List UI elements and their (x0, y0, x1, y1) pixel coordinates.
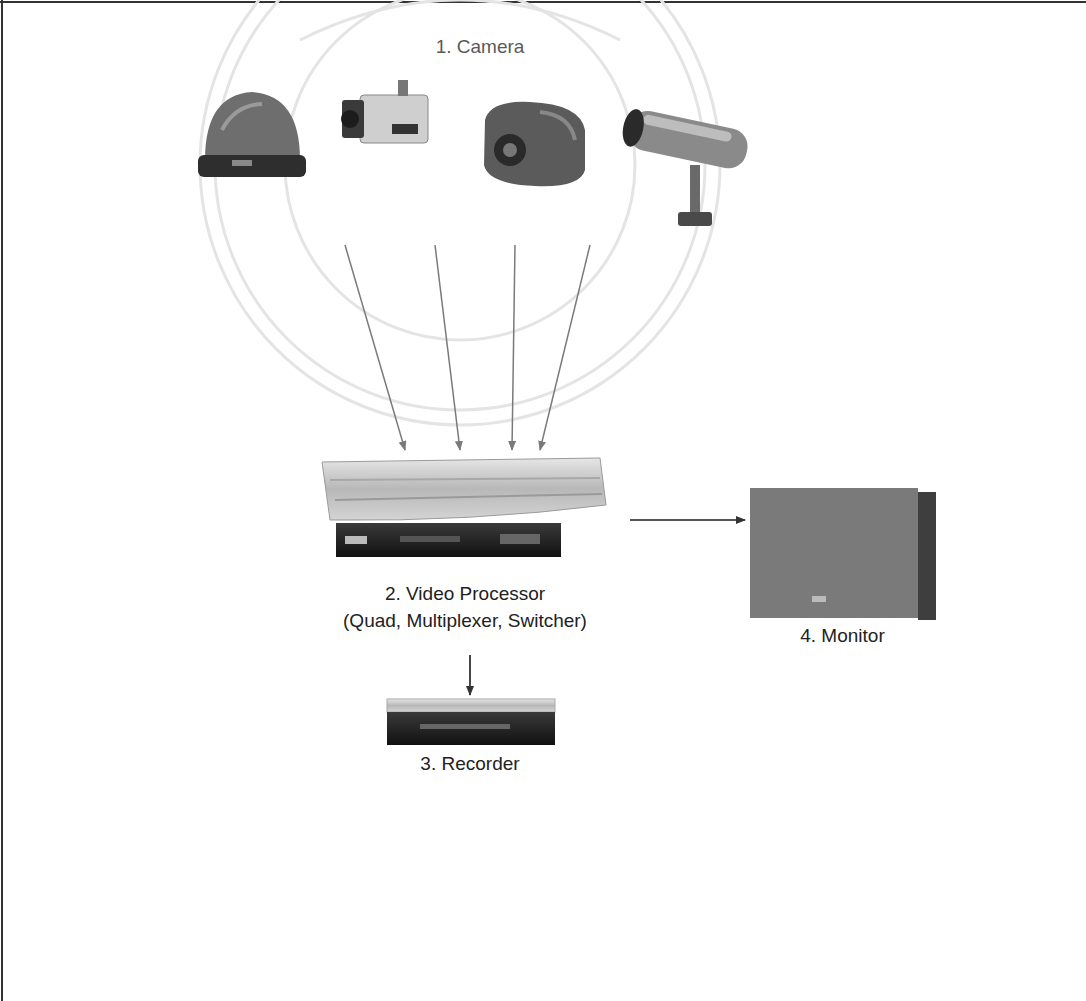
component-label: 1. Camera (190, 36, 770, 58)
recorder-unit: 3. Recorder (370, 695, 570, 780)
signal-arrow (469, 655, 471, 695)
processor-unit: 2. Video Processor (Quad, Multiplexer, Sw… (300, 450, 630, 655)
signal-arrow (435, 245, 460, 450)
camera-group: 1. Camera (190, 20, 770, 245)
bullet-camera (619, 106, 751, 226)
signal-arrow (512, 245, 515, 450)
signal-arrow (540, 245, 590, 450)
component-label: 3. Recorder (370, 753, 570, 775)
component-label: 4. Monitor (745, 625, 940, 647)
component-note: (Quad, Multiplexer, Switcher) (300, 610, 630, 632)
signal-arrow (345, 245, 405, 450)
monitor-unit: 4. Monitor (745, 485, 940, 655)
box-camera (341, 80, 428, 143)
recorder (387, 699, 555, 745)
monitor (750, 488, 936, 620)
housing-camera (484, 102, 585, 186)
seal-watermark (200, 0, 720, 425)
dome-camera (198, 92, 306, 177)
component-label: 2. Video Processor (300, 583, 630, 605)
frame-line (1, 0, 3, 1001)
frame-line (0, 1, 1086, 3)
signal-arrow (630, 519, 745, 521)
video-processor (322, 458, 606, 557)
